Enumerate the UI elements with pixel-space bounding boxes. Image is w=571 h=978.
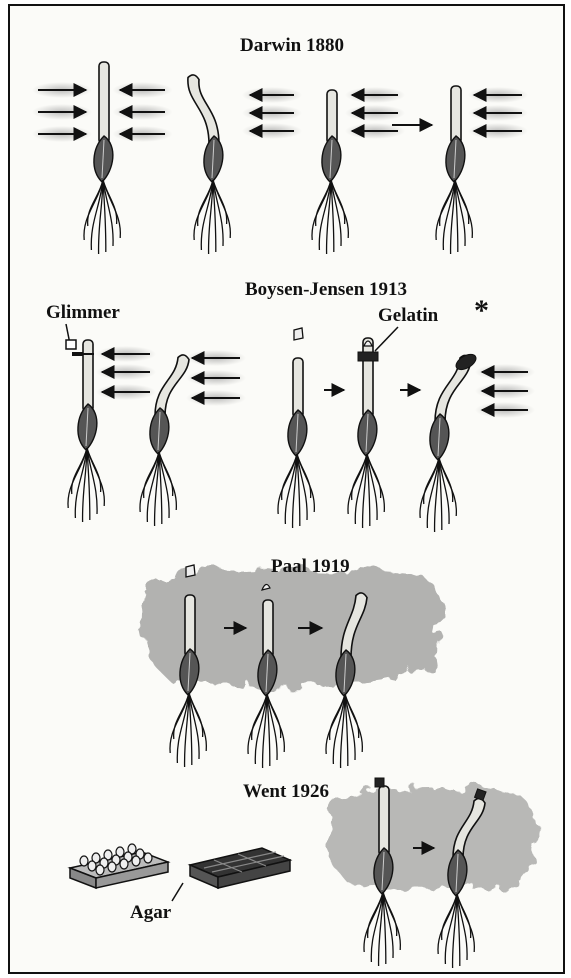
boysen-1-light-2 <box>96 384 156 400</box>
darwin-title: Darwin 1880 <box>240 35 344 56</box>
boysen-seedling-bent <box>140 355 189 526</box>
boysen-seedling-gelatin-bent <box>420 351 479 532</box>
darwin-seedling-2 <box>188 75 230 254</box>
paal-title: Paal 1919 <box>271 556 350 577</box>
agar-label: Agar <box>130 902 172 923</box>
boysen-seedling-tipcut <box>278 328 314 528</box>
boysen-5-light-1 <box>475 383 535 399</box>
darwin-3-light-0 <box>345 87 405 103</box>
agar-block-with-tips <box>70 844 168 888</box>
darwin-seedling-4 <box>436 86 472 254</box>
darwin-1-light-right-1 <box>113 104 173 120</box>
boysen-2-light-2 <box>186 390 246 406</box>
gelatin-label: Gelatin <box>378 305 439 326</box>
agar-pointer <box>172 883 183 901</box>
gelatin-pointer <box>375 327 398 351</box>
darwin-2-light-1 <box>242 105 302 121</box>
boysen-1-light-1 <box>96 364 156 380</box>
boysen-5-light-2 <box>475 402 535 418</box>
darwin-1-light-left-0 <box>32 82 92 98</box>
darwin-3-light-2 <box>345 123 405 139</box>
boysen-2-light-1 <box>186 370 246 386</box>
agar-block-cut <box>190 848 290 888</box>
darwin-1-light-right-2 <box>113 126 173 142</box>
darwin-seedling-3 <box>312 90 348 254</box>
boysen-seedling-glimmer <box>68 340 104 522</box>
darwin-4-light-1 <box>468 105 528 121</box>
went-dark-background <box>328 786 536 891</box>
darwin-2-light-2 <box>242 123 302 139</box>
boysen-seedling-gelatin <box>348 338 384 528</box>
boysen-5-light-0 <box>475 364 535 380</box>
darwin-1-light-left-2 <box>32 126 92 142</box>
boysen-1-light-0 <box>96 346 156 362</box>
asterisk-mark: * <box>474 294 489 327</box>
darwin-1-light-right-0 <box>113 82 173 98</box>
went-title: Went 1926 <box>243 781 329 802</box>
stage-arrows <box>224 125 434 848</box>
darwin-2-light-0 <box>242 87 302 103</box>
darwin-1-light-left-1 <box>32 104 92 120</box>
darwin-4-light-0 <box>468 87 528 103</box>
glimmer-label: Glimmer <box>46 302 120 323</box>
darwin-3-light-1 <box>345 105 405 121</box>
boysen-jensen-title: Boysen-Jensen 1913 <box>245 279 407 300</box>
darwin-4-light-2 <box>468 123 528 139</box>
boysen-2-light-0 <box>186 350 246 366</box>
